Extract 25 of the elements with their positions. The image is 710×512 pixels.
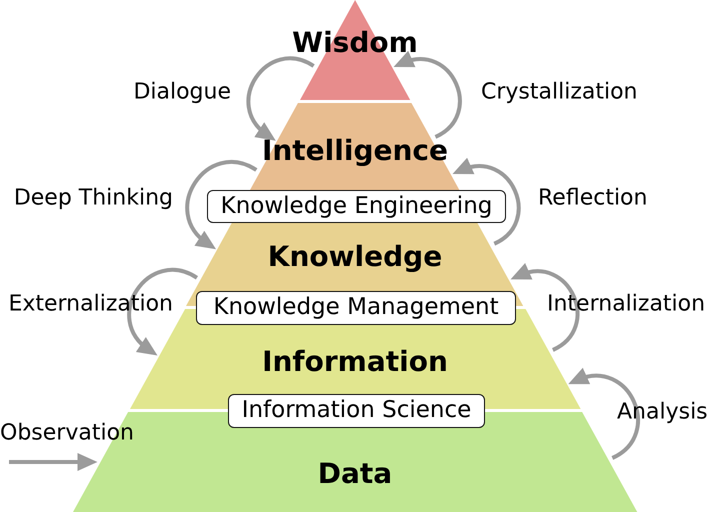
curved-arrow [246,56,315,142]
tier-label: Intelligence [262,134,448,168]
edge-label: Externalization [8,291,173,317]
edge-label: Internalization [547,291,706,317]
edge-label: Dialogue [133,79,231,105]
edge-label: Analysis [617,399,708,425]
edge-label: Reflection [538,185,648,211]
tier-label: Wisdom [292,26,418,60]
edge-label: Observation [0,420,134,446]
arrow [9,453,98,471]
discipline-box: Knowledge Engineering [207,190,506,223]
curved-arrow [127,268,198,357]
discipline-box: Information Science [228,394,485,428]
tier-label: Data [318,458,392,490]
tier-label: Information [262,346,448,378]
curved-arrow [510,264,580,352]
curved-arrow [186,160,258,250]
curved-arrow [568,368,640,460]
curved-arrow [452,158,521,246]
edge-label: Crystallization [481,79,638,105]
edge-label: Deep Thinking [14,185,173,211]
pyramid-tier [250,103,460,190]
tier-label: Knowledge [268,240,442,274]
curved-arrow [393,52,462,139]
discipline-box: Knowledge Management [196,291,516,325]
